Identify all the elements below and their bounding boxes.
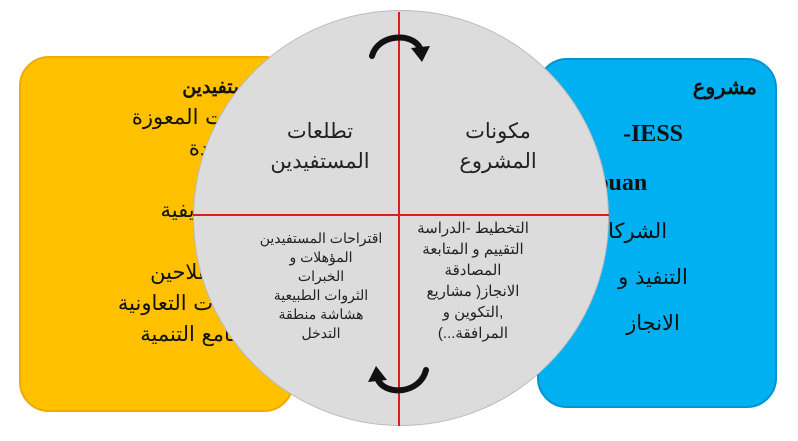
horizontal-divider [193, 214, 609, 216]
quadrant-line: المرافقة...) [437, 325, 509, 342]
clockwise-arrow-icon [368, 366, 429, 394]
quadrant-line: ,التكوين و [442, 304, 504, 321]
quadrant-line: اقتراحات المستفيدين [259, 230, 383, 246]
quadrant-line: المستفيدين [270, 149, 370, 173]
project-code-part1: IESS- [622, 121, 684, 147]
quadrant-beneficiary-aspirations: تطلعات المستفيدين [245, 116, 395, 176]
project-partners-line: التنفيذ و [618, 265, 688, 289]
vertical-divider [398, 12, 400, 426]
project-title: مشروع [692, 74, 757, 99]
quadrant-line: التقييم و المتابعة [422, 241, 524, 258]
quadrant-project-components: مكونات المشروع [418, 116, 578, 176]
cycle-circle [193, 10, 609, 426]
quadrant-line: التدخل [301, 325, 341, 341]
quadrant-line: المؤهلات و [289, 249, 353, 265]
quadrant-line: التخطيط -الدراسة [417, 220, 529, 237]
quadrant-line: المصادقة [444, 262, 502, 279]
quadrant-line: الانجاز( مشاريع [426, 283, 520, 300]
quadrant-planning-implementation: التخطيط -الدراسة التقييم و المتابعة المص… [402, 218, 544, 344]
quadrant-line: مكونات [465, 119, 531, 143]
quadrant-line: الخبرات [297, 268, 345, 284]
quadrant-line: المشروع [459, 149, 537, 173]
clockwise-arrow-icon [369, 34, 430, 62]
quadrant-line: هشاشة منطقة [278, 306, 364, 322]
quadrant-line: تطلعات [286, 119, 354, 143]
project-partners-line: الانجاز [626, 311, 680, 335]
quadrant-line: الثروات الطبيعية [273, 287, 369, 303]
quadrant-proposals-resources: اقتراحات المستفيدين المؤهلات و الخبرات ا… [250, 229, 392, 343]
